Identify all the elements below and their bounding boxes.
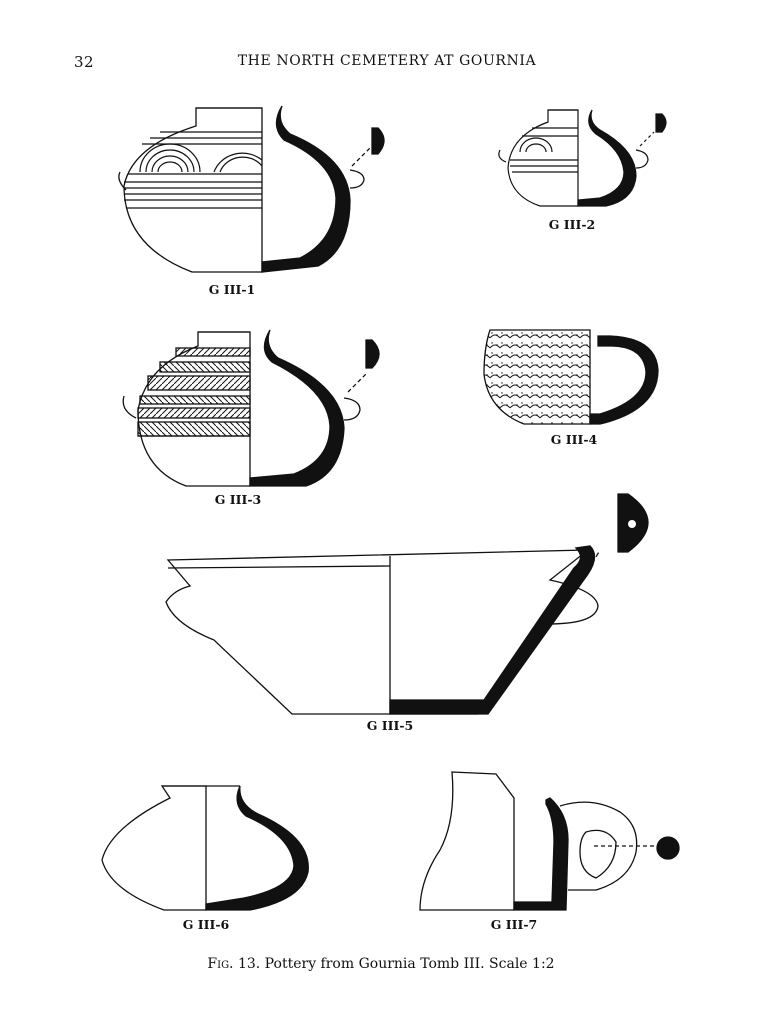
vessel-g3-2 [498, 109, 667, 207]
figure-label-g3-3: G III-3 [214, 492, 262, 507]
running-head: THE NORTH CEMETERY AT GOURNIA [237, 53, 537, 69]
figure-label-g3-2: G III-2 [548, 217, 596, 232]
figure-label-g3-5: G III-5 [366, 718, 414, 733]
figure-caption: Fig. 13. Pottery from Gournia Tomb III. … [0, 956, 762, 972]
figure-label-g3-4: G III-4 [550, 432, 598, 447]
figure-label-g3-1: G III-1 [208, 282, 256, 297]
figure-label-g3-6: G III-6 [182, 917, 230, 932]
vessel-g3-6 [101, 785, 309, 911]
figure-caption-text: Pottery from Gournia Tomb III. Scale 1:2 [260, 956, 555, 972]
vessel-g3-3 [122, 329, 380, 487]
vessel-g3-5 [165, 493, 649, 715]
figure-caption-prefix: Fig. 13. [207, 956, 261, 972]
vessel-g3-7 [419, 771, 680, 911]
vessel-g3-4 [483, 329, 659, 425]
figure-label-g3-7: G III-7 [490, 917, 538, 932]
vessel-g3-1 [118, 105, 385, 273]
page-number: 32 [74, 53, 95, 71]
